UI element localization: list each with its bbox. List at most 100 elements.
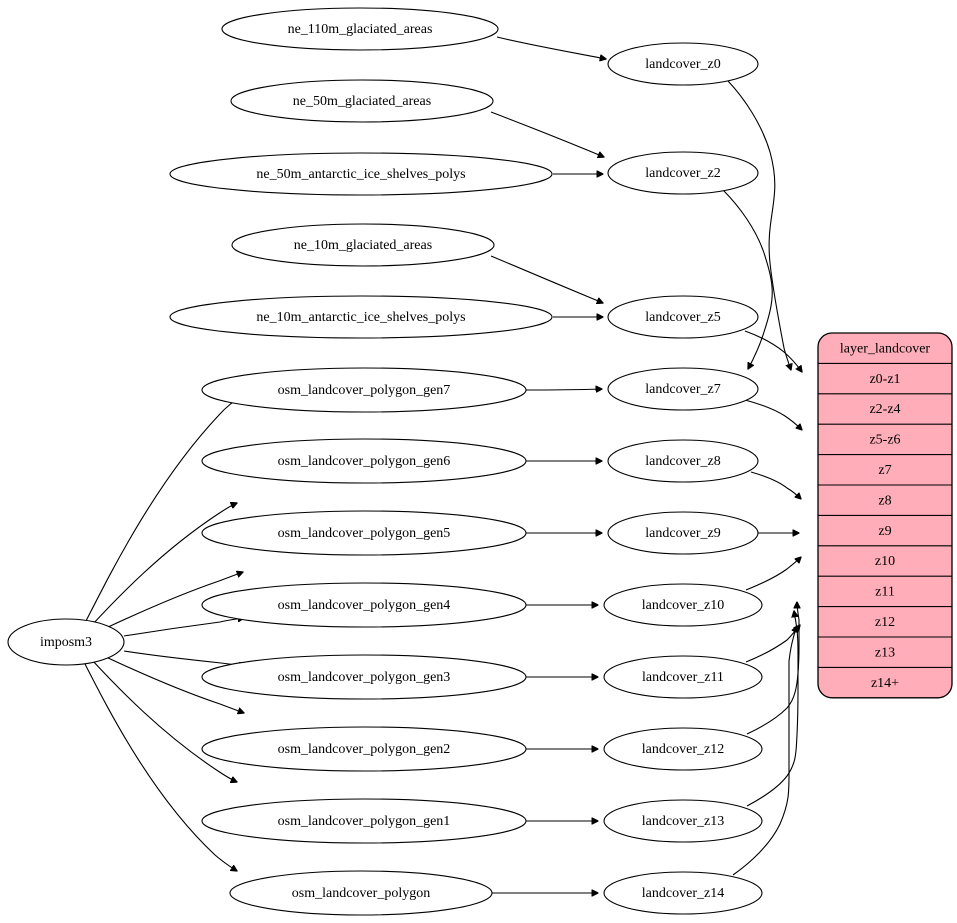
edge-imposm3-to-gen7 — [85, 397, 240, 622]
node-ne50a[interactable]: ne_50m_antarctic_ice_shelves_polys — [169, 152, 553, 196]
node-label-imposm3: imposm3 — [40, 635, 92, 650]
table-node-layer_landcover[interactable]: layer_landcover z0-z1 z2-z4 z5-z6 z7 z8 z9 z10 z… — [817, 332, 953, 699]
table-row-z13[interactable]: z13 — [875, 645, 895, 660]
node-shape-lz12 — [603, 727, 763, 771]
node-label-ne50g: ne_50m_glaciated_areas — [293, 94, 431, 109]
edges-layer — [84, 36, 802, 893]
edge-lz2-to-row1 — [722, 189, 773, 369]
node-shape-gen7 — [201, 367, 527, 413]
edge-lz8-to-row4 — [750, 471, 801, 499]
node-shape-gen3 — [201, 654, 527, 700]
node-lz8[interactable]: landcover_z8 — [607, 439, 759, 483]
node-ne10a[interactable]: ne_10m_antarctic_ice_shelves_polys — [169, 295, 553, 339]
edge-lz0-to-row0 — [727, 80, 791, 370]
node-lz2[interactable]: landcover_z2 — [607, 151, 759, 195]
edge-imposm3-to-gen5 — [105, 572, 243, 629]
node-shape-lz14 — [603, 871, 763, 915]
node-gen7[interactable]: osm_landcover_polygon_gen7 — [201, 367, 527, 413]
node-gen5[interactable]: osm_landcover_polygon_gen5 — [201, 510, 527, 556]
node-shape-lz9 — [607, 511, 759, 555]
node-shape-lz13 — [603, 799, 763, 843]
node-lz13[interactable]: landcover_z13 — [603, 799, 763, 843]
table-row-z14+[interactable]: z14+ — [871, 676, 899, 691]
table-row-z8[interactable]: z8 — [878, 493, 891, 508]
node-label-lz9: landcover_z9 — [645, 526, 720, 541]
node-ne50g[interactable]: ne_50m_glaciated_areas — [230, 79, 494, 123]
table-row-z11[interactable]: z11 — [875, 585, 895, 600]
node-label-lz7: landcover_z7 — [645, 382, 720, 397]
node-ne10g[interactable]: ne_10m_glaciated_areas — [231, 223, 495, 267]
node-label-gen6: osm_landcover_polygon_gen6 — [278, 454, 451, 469]
node-gen2[interactable]: osm_landcover_polygon_gen2 — [201, 726, 527, 772]
node-label-gen3: osm_landcover_polygon_gen3 — [278, 670, 451, 685]
node-shape-lz7 — [607, 367, 759, 411]
node-genp[interactable]: osm_landcover_polygon — [229, 870, 493, 916]
node-shape-lz8 — [607, 439, 759, 483]
table-row-z9[interactable]: z9 — [878, 524, 891, 539]
node-ne110[interactable]: ne_110m_glaciated_areas — [221, 7, 499, 51]
table-row-z10[interactable]: z10 — [875, 554, 895, 569]
node-lz9[interactable]: landcover_z9 — [607, 511, 759, 555]
edge-imposm3-to-gen2 — [105, 656, 244, 713]
node-gen6[interactable]: osm_landcover_polygon_gen6 — [201, 438, 527, 484]
node-shape-lz5 — [607, 295, 759, 339]
node-lz0[interactable]: landcover_z0 — [607, 42, 759, 86]
edge-lz10-to-row6 — [745, 557, 801, 591]
edge-imposm3-to-gen3 — [123, 650, 245, 666]
edge-ne10g-to-lz5 — [490, 255, 603, 303]
nodes-layer: ne_110m_glaciated_areas ne_50m_glaciated_… — [7, 7, 763, 916]
edge-lz5-to-row2 — [744, 330, 802, 372]
node-label-lz12: landcover_z12 — [642, 742, 724, 757]
node-shape-ne10g — [231, 223, 495, 267]
node-lz12[interactable]: landcover_z12 — [603, 727, 763, 771]
node-lz14[interactable]: landcover_z14 — [603, 871, 763, 915]
node-shape-lz2 — [607, 151, 759, 195]
node-gen4[interactable]: osm_landcover_polygon_gen4 — [201, 582, 527, 628]
table-row-z7[interactable]: z7 — [878, 463, 891, 478]
node-shape-ne50a — [169, 152, 553, 196]
table-title: layer_landcover — [840, 341, 931, 356]
node-label-ne110: ne_110m_glaciated_areas — [288, 22, 433, 37]
table-row-z0-z1[interactable]: z0-z1 — [869, 372, 900, 387]
node-lz5[interactable]: landcover_z5 — [607, 295, 759, 339]
node-shape-genp — [229, 870, 493, 916]
node-label-ne10g: ne_10m_glaciated_areas — [294, 238, 432, 253]
node-lz7[interactable]: landcover_z7 — [607, 367, 759, 411]
node-shape-gen4 — [201, 582, 527, 628]
node-imposm3[interactable]: imposm3 — [7, 618, 125, 666]
node-shape-ne50g — [230, 79, 494, 123]
node-lz10[interactable]: landcover_z10 — [603, 583, 763, 627]
node-label-lz13: landcover_z13 — [642, 814, 724, 829]
edge-ne110-to-lz0 — [496, 36, 606, 59]
table-row-z5-z6[interactable]: z5-z6 — [869, 433, 900, 448]
node-label-lz5: landcover_z5 — [645, 310, 720, 325]
node-shape-gen2 — [201, 726, 527, 772]
node-shape-imposm3 — [7, 618, 125, 666]
node-label-gen7: osm_landcover_polygon_gen7 — [278, 383, 451, 398]
node-shape-lz11 — [603, 655, 763, 699]
edge-lz13-to-row9 — [746, 611, 799, 807]
edge-lz12-to-row8 — [746, 602, 799, 735]
edge-imposm3-to-gen1 — [91, 659, 237, 782]
edge-lz14-to-row10 — [732, 626, 797, 876]
node-label-lz11: landcover_z11 — [642, 670, 724, 685]
table-node-layer: layer_landcover z0-z1 z2-z4 z5-z6 z7 z8 z9 z10 z… — [817, 332, 953, 699]
node-label-gen4: osm_landcover_polygon_gen4 — [278, 598, 451, 613]
edge-ne50g-to-lz2 — [490, 111, 604, 157]
node-label-gen5: osm_landcover_polygon_gen5 — [278, 526, 451, 541]
node-label-lz0: landcover_z0 — [645, 57, 720, 72]
node-shape-gen6 — [201, 438, 527, 484]
table-row-z2-z4[interactable]: z2-z4 — [869, 402, 900, 417]
node-shape-ne10a — [169, 295, 553, 339]
node-shape-lz10 — [603, 583, 763, 627]
node-gen1[interactable]: osm_landcover_polygon_gen1 — [201, 798, 527, 844]
edge-lz7-to-row3 — [744, 399, 802, 430]
node-label-gen2: osm_landcover_polygon_gen2 — [278, 742, 451, 757]
node-gen3[interactable]: osm_landcover_polygon_gen3 — [201, 654, 527, 700]
node-shape-lz0 — [607, 42, 759, 86]
node-lz11[interactable]: landcover_z11 — [603, 655, 763, 699]
table-row-z12[interactable]: z12 — [875, 615, 895, 630]
node-label-ne50a: ne_50m_antarctic_ice_shelves_polys — [256, 167, 465, 182]
